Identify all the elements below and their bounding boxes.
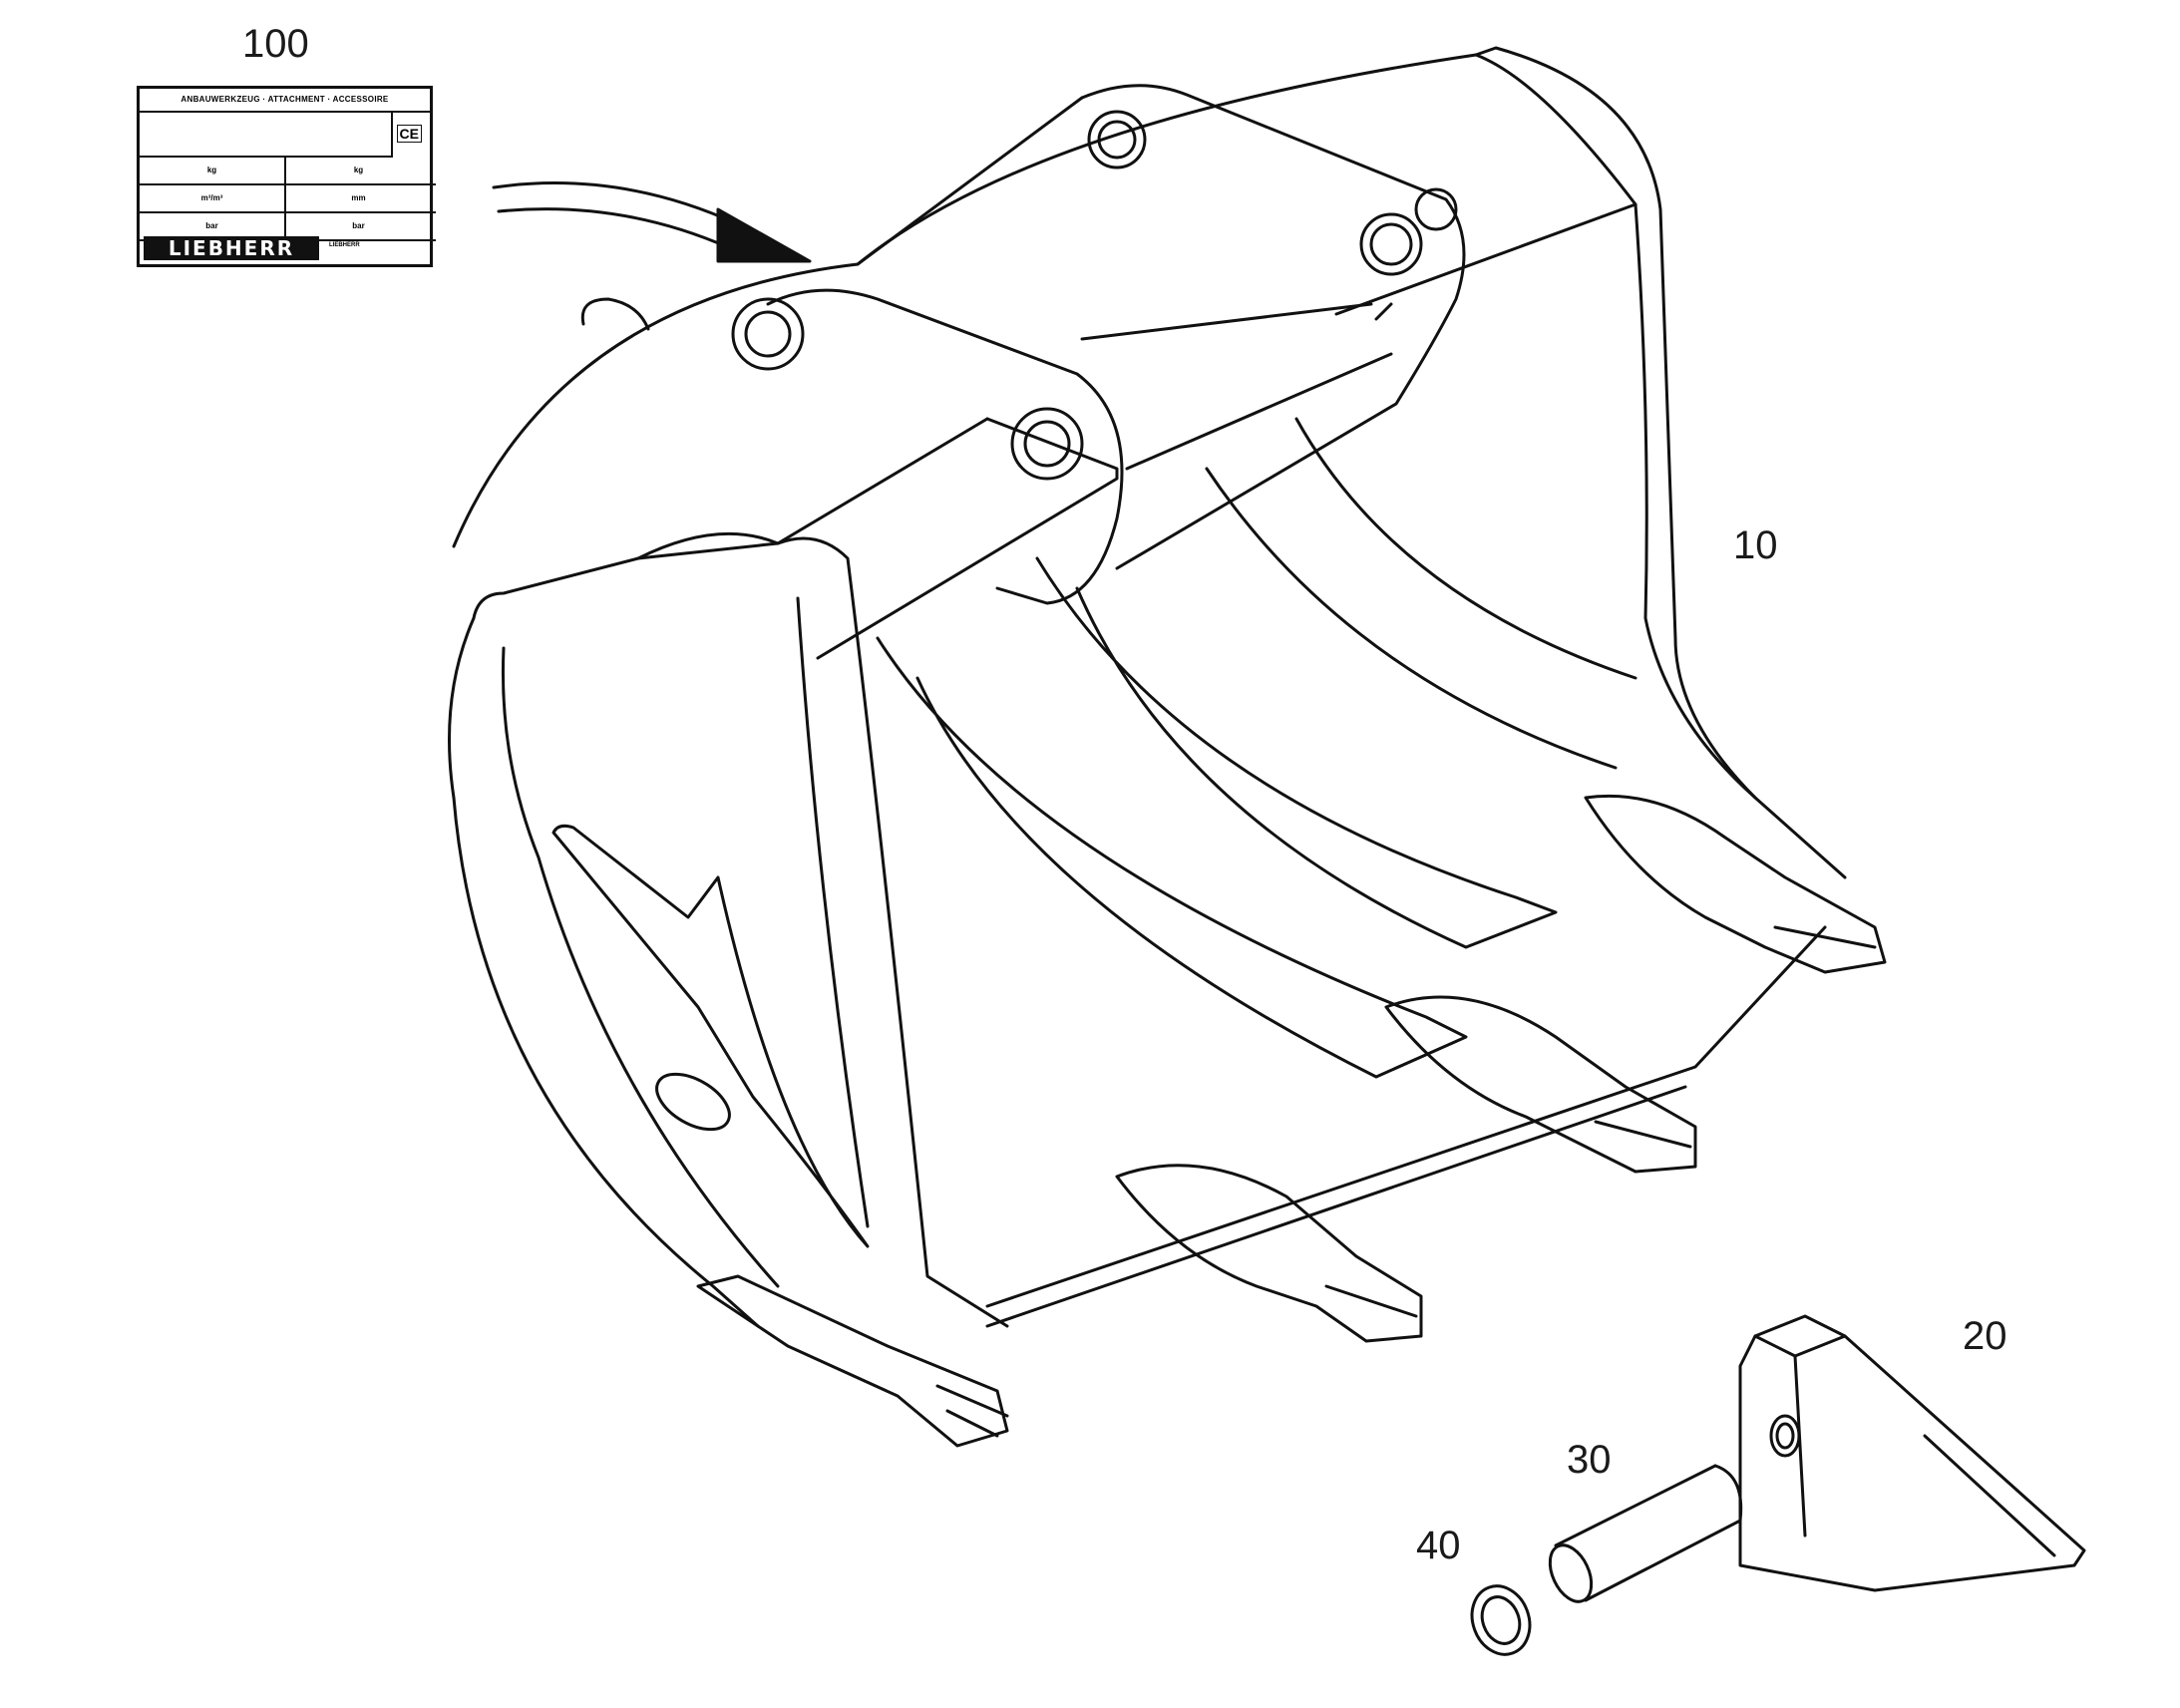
callout-100: 100 <box>242 22 309 66</box>
pointer-arrow <box>492 181 812 263</box>
ce-mark: CE <box>396 125 422 143</box>
callout-20: 20 <box>1963 1314 2007 1358</box>
plate-cell: kg <box>353 166 364 174</box>
plate-cell: bar <box>352 221 365 230</box>
identification-plate: ANBAUWERKZEUG · ATTACHMENT · ACCESSOIRE … <box>137 86 436 267</box>
plate-row: m³/m³ mm <box>140 185 436 213</box>
plate-cell: kg <box>140 158 286 183</box>
retaining-pin <box>1548 1464 1743 1603</box>
callout-40: 40 <box>1416 1524 1461 1567</box>
callout-10: 10 <box>1733 523 1778 567</box>
callout-30: 30 <box>1567 1438 1612 1482</box>
brand-logo: LIEBHERR <box>144 236 319 260</box>
bucket-body <box>448 46 1847 1328</box>
plate-blank-field <box>140 111 393 158</box>
plate-cell: bar <box>140 213 286 239</box>
plate-row: kg kg <box>140 158 436 185</box>
loose-tooth <box>1738 1314 2086 1592</box>
bucket-teeth <box>696 794 1887 1448</box>
plate-small-text: LIEBHERR <box>329 242 360 248</box>
retaining-washer <box>1470 1584 1532 1656</box>
plate-header: ANBAUWERKZEUG · ATTACHMENT · ACCESSOIRE <box>140 89 430 113</box>
plate-cell: m³/m³ <box>140 185 286 211</box>
plate-cell: mm <box>351 193 366 202</box>
